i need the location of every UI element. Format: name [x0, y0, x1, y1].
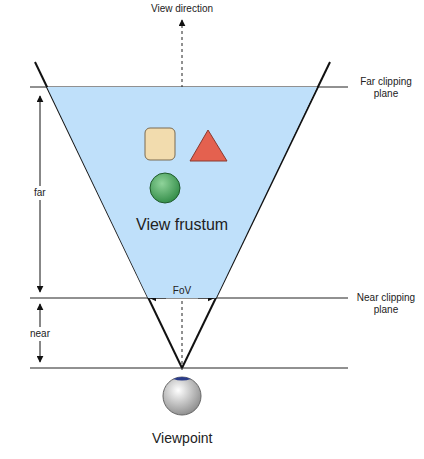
plane-label: Near clipping plane — [350, 292, 422, 316]
angle-label: FoV — [167, 285, 197, 297]
axis-label: View direction — [137, 3, 227, 15]
circle-object — [150, 173, 180, 203]
region-label: View frustum — [136, 216, 228, 234]
frustum-region: View frustum — [47, 87, 317, 298]
viewpoint-plane-line — [30, 368, 348, 369]
plane-label: Far clipping plane — [352, 76, 420, 100]
dimension-label: near — [28, 327, 52, 341]
viewpoint-label: Viewpoint — [152, 430, 212, 446]
square-object — [145, 128, 175, 160]
frustum-fill — [47, 87, 317, 298]
frustum-shape — [47, 87, 317, 298]
sphere-cap — [173, 377, 191, 381]
triangle-object — [190, 130, 227, 161]
sphere — [163, 377, 201, 415]
viewpoint-node: Viewpoint — [132, 372, 232, 452]
dimension-label: far — [32, 186, 48, 200]
